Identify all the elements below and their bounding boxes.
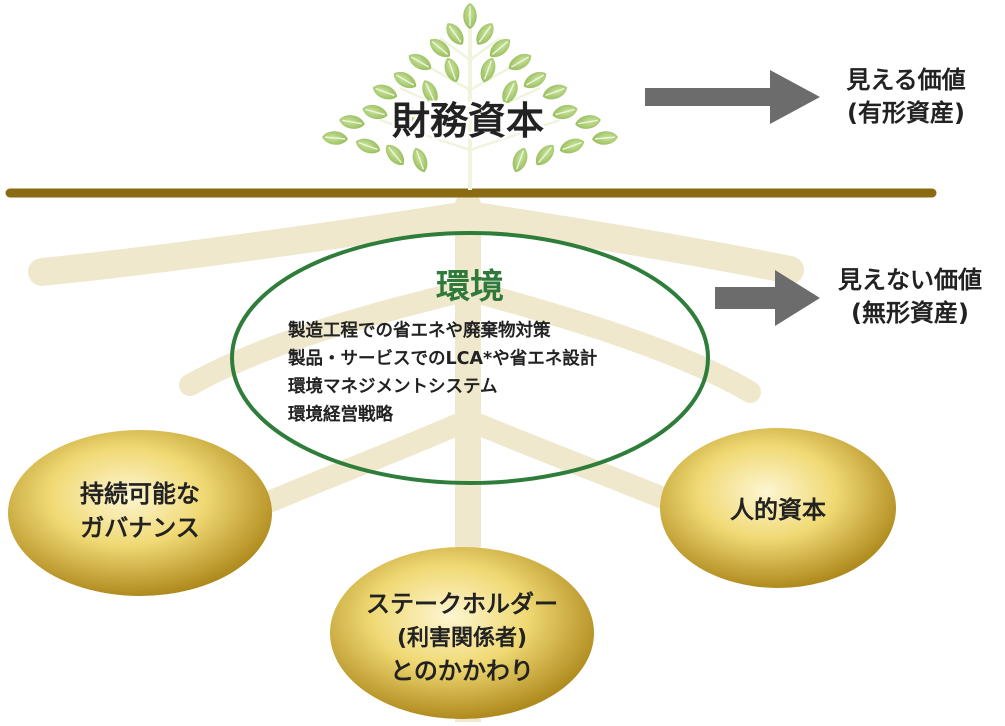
environment-ellipse [230, 231, 710, 485]
arrow-right-icon [645, 70, 820, 124]
human-capital-ellipse [660, 428, 896, 588]
stakeholder-ellipse [330, 547, 594, 719]
visible-value-sublabel: (有形資産) [847, 99, 965, 127]
tree-icon [320, 2, 620, 190]
human-capital-label: 人的資本 [730, 496, 826, 524]
stakeholder-label: ステークホルダー [366, 590, 558, 618]
invisible-value-sublabel: (無形資産) [851, 299, 969, 327]
environment-item: 製造工程での省エネや廃棄物対策 [287, 320, 551, 341]
governance-ellipse [8, 430, 272, 596]
stakeholder-sublabel-2: とのかかわり [390, 657, 534, 685]
stakeholder-sublabel: (利害関係者) [397, 625, 527, 651]
environment-item: 環境経営戦略 [288, 404, 393, 425]
invisible-value-label: 見えない価値 [838, 266, 982, 294]
environment-item: 製品・サービスでのLCA*や省エネ設計 [287, 348, 598, 369]
governance-sublabel: ガバナンス [80, 514, 200, 542]
environment-title: 環境 [436, 267, 504, 307]
governance-label: 持続可能な [80, 480, 200, 508]
environment-item: 環境マネジメントシステム [288, 376, 497, 397]
financial-capital-label: 財務資本 [392, 99, 544, 143]
arrow-right-icon [715, 270, 820, 326]
visible-value-label: 見える価値 [846, 66, 965, 94]
